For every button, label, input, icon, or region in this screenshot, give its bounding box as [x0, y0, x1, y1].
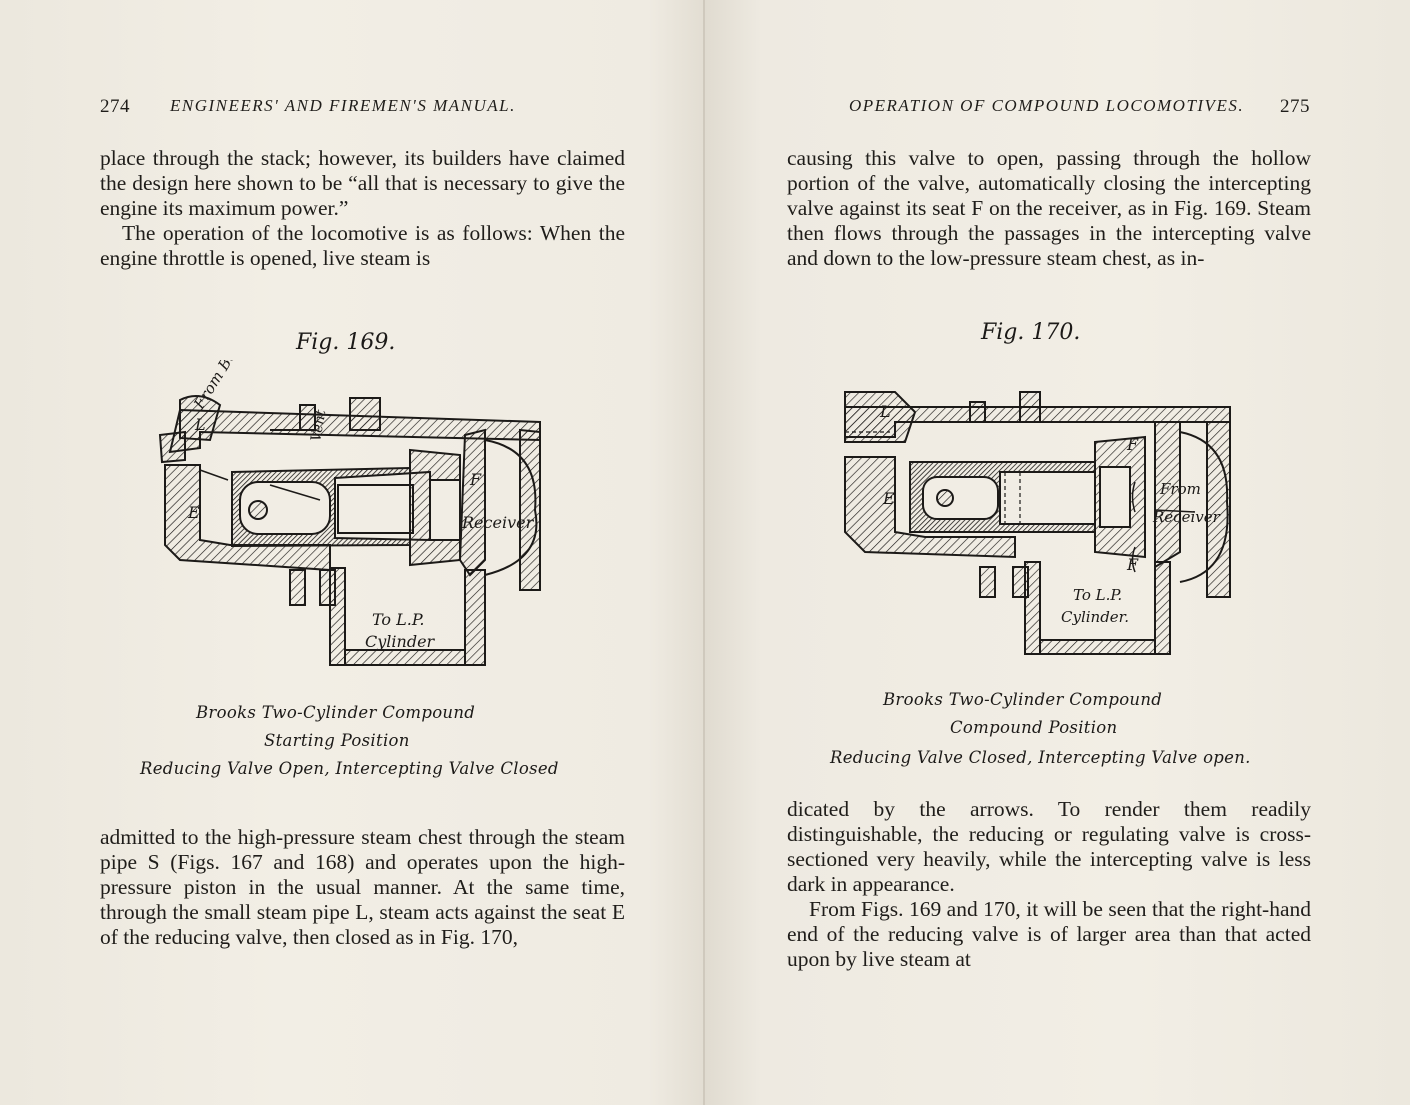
running-title-left: ENGINEERS' AND FIREMEN'S MANUAL.: [170, 96, 516, 115]
fig-169-vent-label: Vent: [308, 408, 329, 442]
fig-169-L-label: L: [194, 415, 206, 434]
fig-169-F-label: F: [469, 470, 482, 489]
fig-170-label: Fig. 170.: [981, 320, 1081, 345]
page-number-right: 275: [1280, 96, 1310, 117]
fig-170-diagram: L E F F From Receiver To L.P. Cylinder.: [844, 391, 1231, 655]
fig-170-caption-line-2: Compound Position: [950, 718, 1118, 737]
fig-169-diagram: From Boiler Vent L E F Receiver To L.P. …: [158, 360, 541, 666]
fig-169-label: Fig. 169.: [296, 330, 396, 355]
gutter: [703, 0, 706, 1105]
fig-170-L-label: L: [879, 402, 891, 421]
right-page: OPERATION OF COMPOUND LOCOMOTIVES. 275 c…: [705, 0, 1410, 1105]
fig-169-from-boiler-label: From Boiler: [190, 360, 255, 413]
fig-169-body: [158, 395, 541, 666]
fig-170-receiver-label: Receiver: [1152, 508, 1221, 526]
right-paragraph-1: causing this valve to open, passing thro…: [787, 146, 1311, 270]
left-paragraph-3: admitted to the high-pressure steam ches…: [100, 825, 625, 949]
fig-169-E-label: E: [187, 503, 200, 522]
right-bottom-text: dicated by the arrows. To render them re…: [787, 797, 1311, 972]
fig-170-to-lp-label: To L.P.: [1073, 586, 1122, 604]
right-top-text: causing this valve to open, passing thro…: [787, 146, 1311, 271]
fig-170-F-bottom-label: F: [1126, 555, 1139, 574]
fig-169-receiver-label: Receiver: [461, 513, 535, 532]
fig-169-caption-line-1: Brooks Two-Cylinder Compound: [196, 703, 476, 722]
left-paragraph-1: place through the stack; however, its bu…: [100, 146, 625, 220]
left-paragraph-2: The operation of the locomotive is as fo…: [100, 221, 625, 270]
right-paragraph-3: From Figs. 169 and 170, it will be seen …: [787, 897, 1311, 971]
fig-170-from-label: From: [1159, 480, 1201, 498]
left-page: 274 ENGINEERS' AND FIREMEN'S MANUAL. pla…: [0, 0, 705, 1105]
fig-169-cylinder-label: Cylinder: [365, 632, 436, 651]
fig-170-cylinder-label: Cylinder.: [1061, 608, 1129, 626]
fig-170-caption-line-1: Brooks Two-Cylinder Compound: [883, 690, 1163, 709]
fig-170-F-top-label: F: [1126, 435, 1139, 454]
page-number-left: 274: [100, 96, 130, 117]
left-bottom-text: admitted to the high-pressure steam ches…: [100, 825, 625, 950]
fig-170-E-label: E: [882, 489, 895, 508]
fig-169-caption-line-3: Reducing Valve Open, Intercepting Valve …: [140, 759, 559, 778]
fig-170-caption-line-3: Reducing Valve Closed, Intercepting Valv…: [830, 748, 1251, 767]
running-title-right: OPERATION OF COMPOUND LOCOMOTIVES.: [849, 96, 1245, 115]
fig-169-to-lp-label: To L.P.: [372, 610, 424, 629]
left-top-text: place through the stack; however, its bu…: [100, 146, 625, 271]
fig-170-body: [844, 391, 1231, 655]
fig-169-caption-line-2: Starting Position: [264, 731, 410, 750]
right-paragraph-2: dicated by the arrows. To render them re…: [787, 797, 1311, 896]
